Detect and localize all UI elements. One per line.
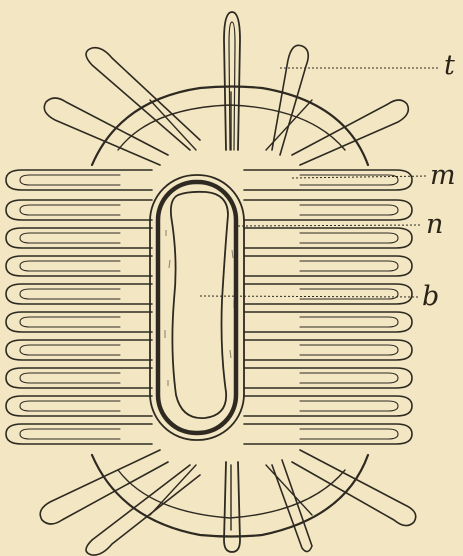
label-n: n: [426, 209, 443, 240]
label-b: b: [422, 281, 439, 312]
label-m: m: [430, 160, 456, 191]
label-t: t: [444, 50, 455, 81]
